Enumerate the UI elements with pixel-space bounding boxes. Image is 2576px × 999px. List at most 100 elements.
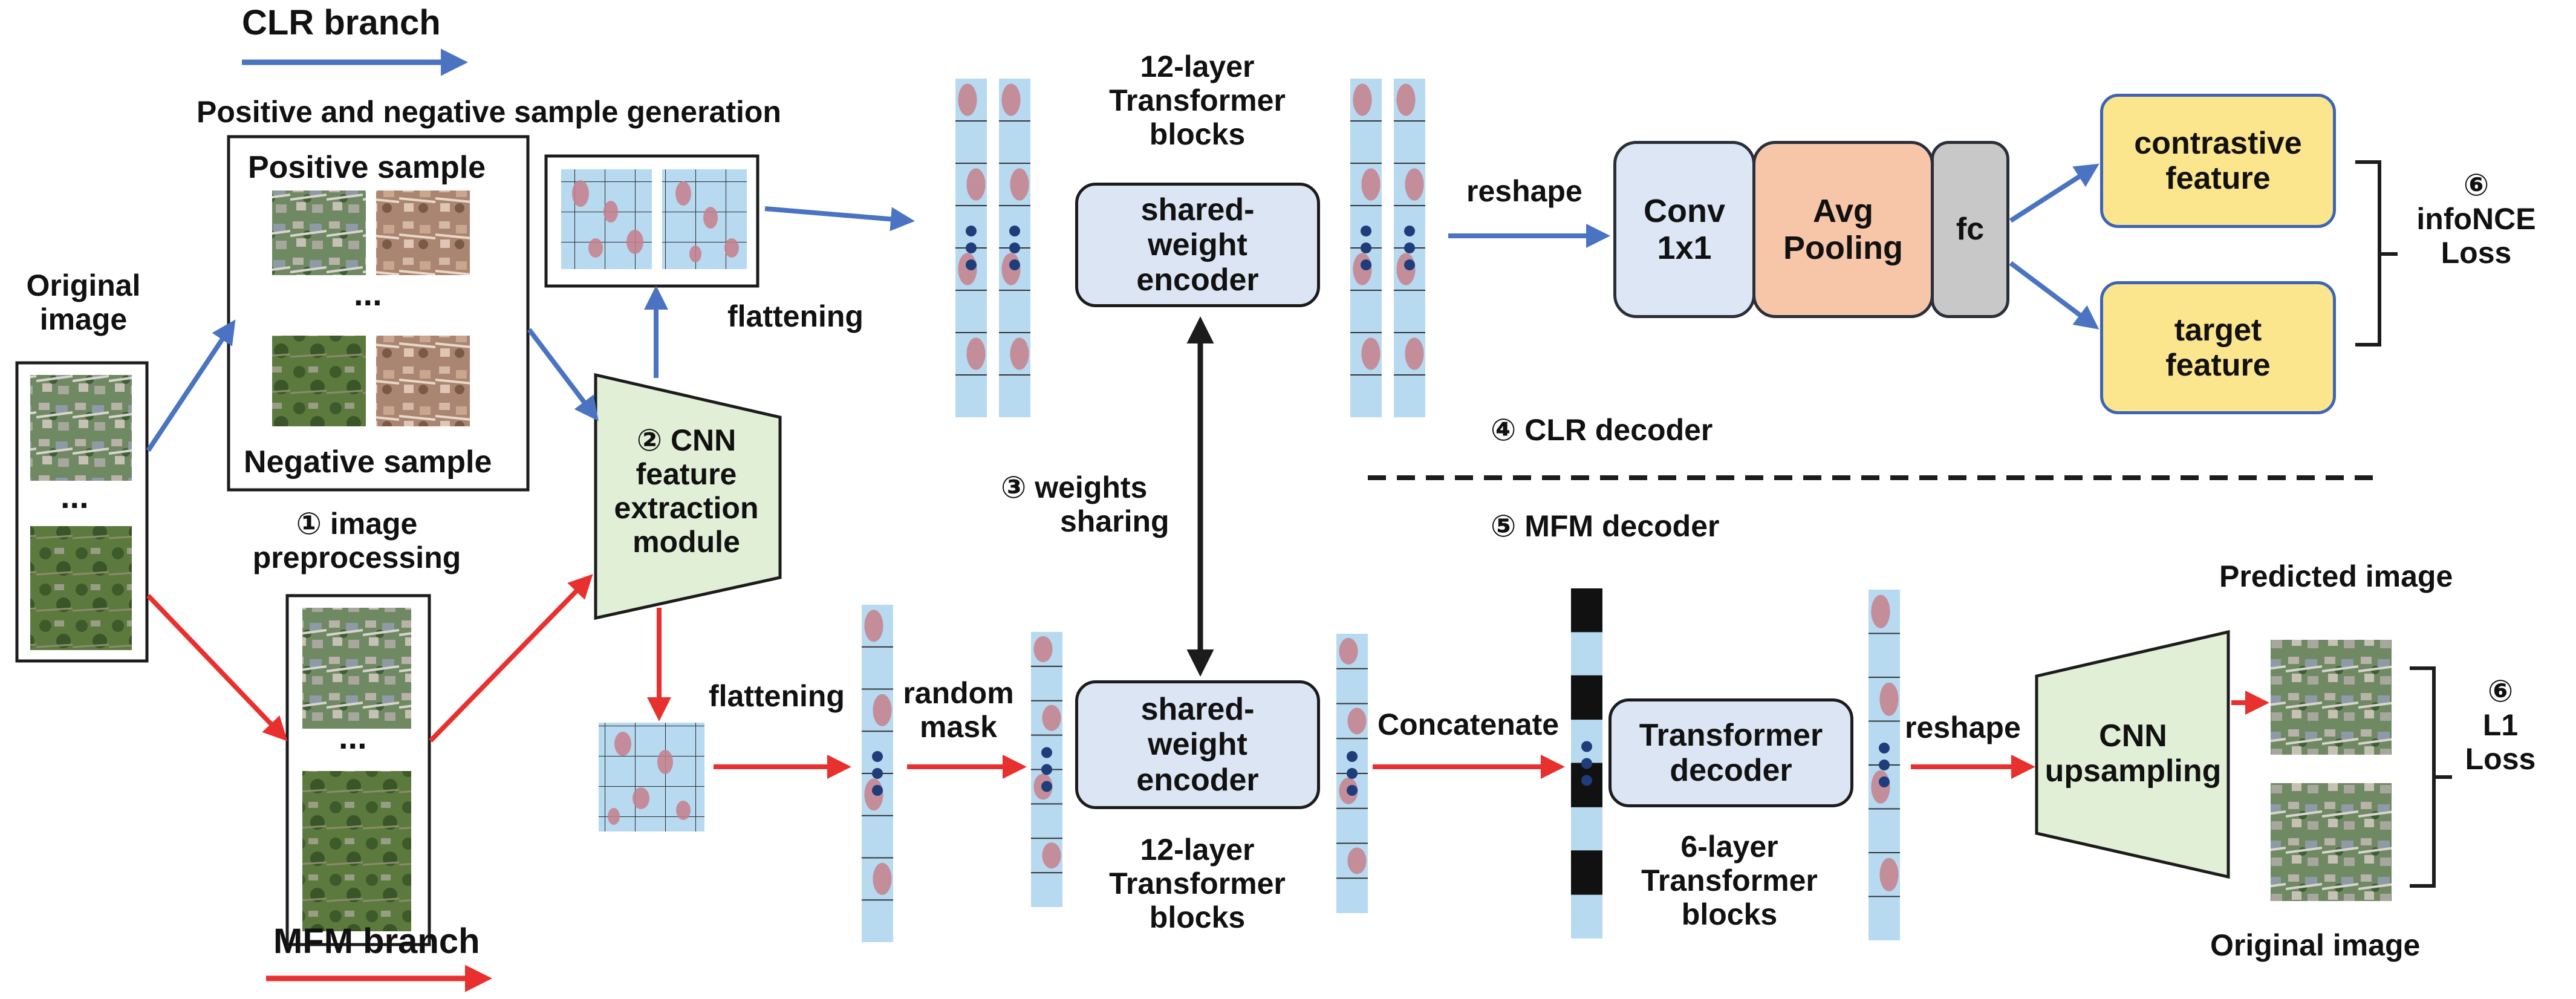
ellipsis-dot	[1009, 226, 1020, 236]
ellipsis-dot	[1041, 781, 1052, 792]
predicted-image-thumb	[2271, 640, 2392, 755]
ellipsis-dot	[1404, 259, 1415, 270]
original-image-thumb-1	[30, 375, 132, 481]
positive-ellipsis: ...	[354, 275, 382, 313]
mfm-thumb-2	[302, 771, 411, 931]
negative-thumb-2	[376, 336, 470, 426]
arrow-samples-to-cnn	[527, 328, 599, 421]
original-image-thumb-2	[30, 526, 132, 650]
ellipsis-dot	[1581, 741, 1592, 752]
ellipsis-dot	[1041, 747, 1052, 758]
arrow-fc-to-contrastive	[2009, 163, 2100, 223]
mfm-arrows	[146, 574, 2269, 779]
negative-sample-label: Negative sample	[244, 444, 492, 480]
arrow-patches-to-tokens	[764, 206, 915, 232]
positive-thumb-2	[376, 190, 470, 275]
ellipsis-dot	[966, 226, 977, 236]
mfm-thumb-1	[302, 608, 411, 729]
arrow-fc-to-target	[2009, 261, 2100, 330]
token-column	[1394, 79, 1425, 417]
token-column	[1336, 634, 1368, 913]
ellipsis-dot	[1009, 259, 1020, 270]
infonce-bracket	[2355, 160, 2398, 347]
flattening-top-label: flattening	[727, 299, 864, 333]
ellipsis-dot	[872, 785, 883, 796]
ellipsis-dot	[1347, 785, 1358, 796]
ellipsis-dot	[1347, 768, 1358, 779]
positive-sample-label: Positive sample	[248, 150, 486, 185]
arrow-mfm-to-cnn	[429, 574, 593, 743]
token-column	[1031, 632, 1062, 907]
original-image-bottom-label: Original image	[2210, 928, 2421, 962]
token-column	[862, 605, 893, 942]
token-columns	[862, 79, 1900, 942]
positive-thumb-1	[272, 190, 366, 275]
sample-generation-title: Positive and negative sample generation	[197, 95, 781, 129]
ellipsis-dot	[966, 242, 977, 253]
mfm-decoder-label: ⑤ MFM decoder	[1491, 509, 1720, 543]
token-column	[999, 79, 1030, 417]
fc-block: fc	[1931, 141, 2009, 318]
ellipsis-dot	[1361, 226, 1371, 236]
arrow-original-to-samples	[146, 319, 236, 452]
token-column	[955, 79, 987, 417]
ellipsis-dot	[1879, 760, 1890, 770]
clr-branch-label: CLR branch	[242, 3, 441, 42]
sample-generation-frame	[227, 135, 530, 492]
ellipsis-dot	[1361, 242, 1371, 253]
flattening-bottom-label: flattening	[709, 679, 845, 713]
ellipsis-dot	[1879, 743, 1890, 753]
ellipsis-dot	[1347, 751, 1358, 762]
ellipsis-dot	[1581, 775, 1592, 786]
arrow-original-to-mfm	[146, 594, 288, 741]
ellipsis-dot	[872, 751, 883, 762]
patch-grid-top-blobs	[572, 180, 739, 262]
mfm-ellipsis: ...	[339, 718, 367, 756]
ellipsis-dot	[1879, 776, 1890, 787]
reshape-top-label: reshape	[1466, 174, 1582, 208]
token-column	[1869, 590, 1900, 940]
ellipsis-dot	[1361, 259, 1371, 270]
predicted-image-label: Predicted image	[2219, 559, 2453, 593]
mfm-branch-label: MFM branch	[273, 922, 480, 961]
cnn-feature-extraction-module	[594, 373, 782, 620]
token-column	[1571, 588, 1602, 939]
token-column	[1350, 79, 1382, 417]
concatenate-label: Concatenate	[1377, 708, 1560, 741]
clr-decoder-label: ④ CLR decoder	[1491, 413, 1713, 447]
ellipsis-dot	[872, 768, 883, 779]
original-ellipsis: ...	[60, 477, 89, 515]
ellipsis-dot	[1581, 758, 1592, 769]
negative-thumb-1	[272, 336, 366, 426]
ellipsis-dot	[1009, 242, 1020, 253]
ellipsis-dot	[1404, 242, 1415, 253]
ellipsis-dot	[1404, 226, 1415, 236]
original-image-bottom-thumb	[2271, 783, 2392, 901]
reshape-bottom-label: reshape	[1905, 711, 2021, 744]
ellipsis-dot	[1041, 764, 1052, 775]
l1-bracket	[2410, 666, 2452, 888]
clr-arrows	[146, 163, 2100, 452]
patch-grid-bottom-blobs	[608, 732, 691, 825]
cnn-upsampling-module	[2035, 630, 2230, 879]
ellipsis-dot	[966, 259, 977, 270]
